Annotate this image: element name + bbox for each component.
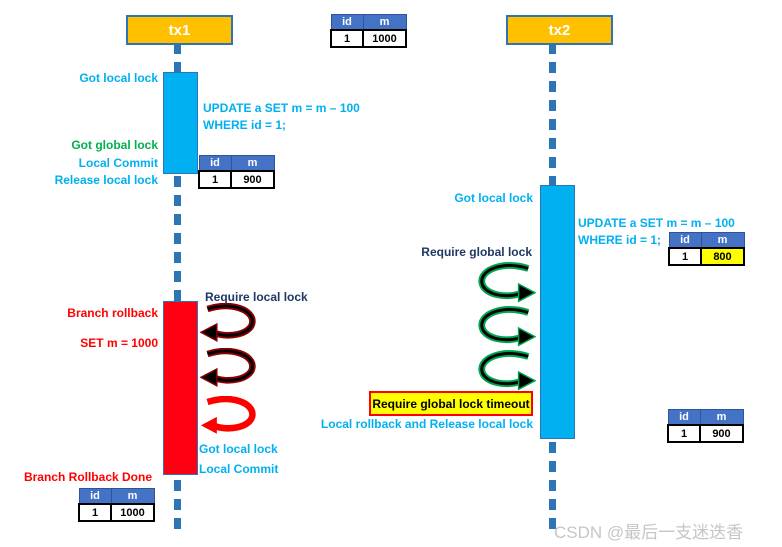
- cell-m: 1000: [110, 503, 155, 522]
- table-initial: id m 1 1000: [330, 14, 407, 48]
- tx1-require-local-lock-label: Require local lock: [205, 290, 308, 304]
- col-m-header: m: [699, 409, 744, 426]
- col-m-header: m: [362, 14, 407, 31]
- csdn-watermark: CSDN @最后一支迷迭香: [554, 523, 744, 542]
- col-id-header: id: [668, 232, 702, 249]
- table-tx1-after-update: id m 1 900: [198, 155, 275, 189]
- cell-m: 1000: [362, 29, 407, 48]
- cell-id: 1: [198, 170, 232, 189]
- tx1-branch-rollback-done-label: Branch Rollback Done: [23, 470, 152, 484]
- tx1-activation-bar: [163, 72, 198, 174]
- tx1-got-global-lock-label: Got global lock: [71, 138, 158, 152]
- table-row: 1 1000: [78, 503, 155, 522]
- cell-m: 900: [230, 170, 275, 189]
- tx1-rollback-bar: [163, 301, 198, 475]
- tx1-got-local-lock-label: Got local lock: [79, 71, 158, 85]
- tx2-got-local-lock-label: Got local lock: [454, 191, 533, 205]
- retry-arrow-green-icon: [478, 262, 536, 303]
- tx2-header: tx2: [506, 15, 613, 45]
- tx1-release-local-lock-label: Release local lock: [54, 173, 158, 187]
- retry-arrow-green-icon: [478, 306, 536, 347]
- table-tx2-after-update: id m 1 800: [668, 232, 745, 266]
- table-row: 1 900: [667, 424, 744, 443]
- tx1-sql-line1: UPDATE a SET m = m – 100: [203, 101, 360, 115]
- tx2-require-global-lock-label: Require global lock: [421, 245, 532, 259]
- table-tx2-final: id m 1 900: [667, 409, 744, 443]
- table-row: 1 900: [198, 170, 275, 189]
- cell-m-highlighted: 800: [700, 247, 745, 266]
- col-id-header: id: [78, 488, 112, 505]
- tx2-activation-bar: [540, 185, 575, 439]
- col-m-header: m: [110, 488, 155, 505]
- retry-arrow-bright-red-icon: [200, 396, 256, 434]
- col-id-header: id: [198, 155, 232, 172]
- col-id-header: id: [330, 14, 364, 31]
- col-m-header: m: [230, 155, 275, 172]
- cell-id: 1: [667, 424, 701, 443]
- table-tx1-final: id m 1 1000: [78, 488, 155, 522]
- cell-m: 900: [699, 424, 744, 443]
- tx1-branch-rollback-label: Branch rollback: [67, 306, 158, 320]
- tx2-sql-line2: WHERE id = 1;: [578, 233, 662, 247]
- tx1-got-local-lock-2-label: Got local lock: [199, 442, 278, 456]
- retry-arrow-red-icon: [200, 303, 256, 342]
- tx2-timeout-box: Require global lock timeout: [369, 391, 533, 416]
- tx1-sql-line2: WHERE id = 1;: [203, 118, 287, 132]
- tx2-timeout-label: Require global lock timeout: [372, 396, 530, 411]
- tx2-sql-line1: UPDATE a SET m = m – 100: [578, 216, 735, 230]
- retry-arrow-red-icon: [200, 348, 256, 387]
- tx1-local-commit-label: Local Commit: [78, 156, 158, 170]
- cell-id: 1: [78, 503, 112, 522]
- retry-arrow-green-icon: [478, 350, 536, 391]
- cell-id: 1: [668, 247, 702, 266]
- col-id-header: id: [667, 409, 701, 426]
- cell-id: 1: [330, 29, 364, 48]
- tx1-local-commit-2-label: Local Commit: [199, 462, 279, 476]
- tx2-local-rollback-label: Local rollback and Release local lock: [320, 417, 533, 431]
- table-row: 1 800: [668, 247, 745, 266]
- table-row: 1 1000: [330, 29, 407, 48]
- tx1-lifeline: [174, 43, 181, 533]
- tx1-title: tx1: [168, 21, 191, 39]
- tx1-set-m-label: SET m = 1000: [80, 336, 158, 350]
- tx1-header: tx1: [126, 15, 233, 45]
- tx2-title: tx2: [548, 21, 571, 39]
- col-m-header: m: [700, 232, 745, 249]
